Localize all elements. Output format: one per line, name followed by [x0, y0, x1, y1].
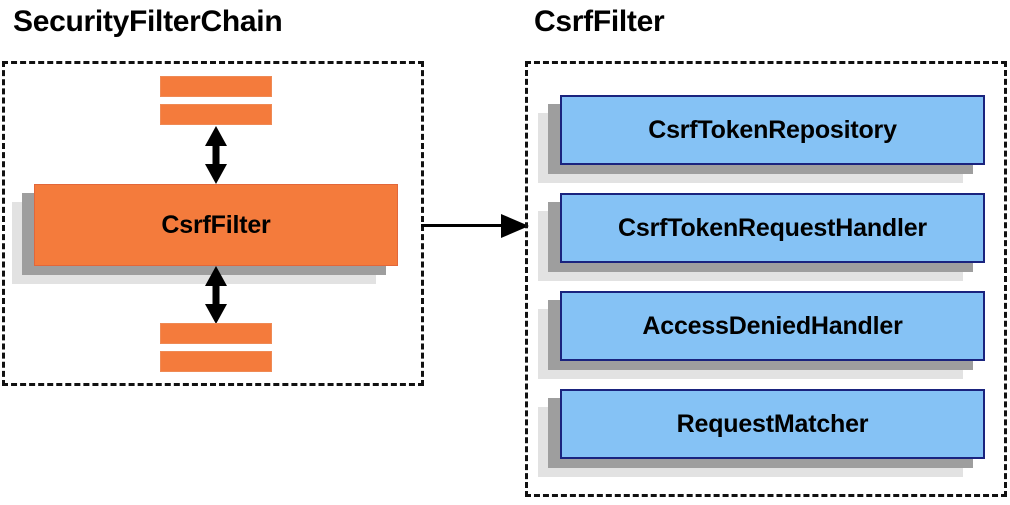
- left-panel-title: SecurityFilterChain: [13, 5, 283, 38]
- security-filter-chain-container: [2, 61, 424, 386]
- node-face: CsrfFilter: [34, 184, 398, 266]
- node-face: CsrfTokenRequestHandler: [560, 193, 985, 263]
- filter-stub-top-1: [160, 76, 272, 97]
- node-csrf-token-repository[interactable]: CsrfTokenRepository: [538, 95, 985, 183]
- right-panel-title: CsrfFilter: [534, 5, 665, 38]
- filter-stub-bottom-2: [160, 351, 272, 372]
- node-face: AccessDeniedHandler: [560, 291, 985, 361]
- node-label: CsrfFilter: [161, 210, 271, 239]
- node-csrf-filter[interactable]: CsrfFilter: [12, 184, 398, 284]
- node-label: CsrfTokenRepository: [648, 115, 897, 144]
- node-face: RequestMatcher: [560, 389, 985, 459]
- filter-stub-bottom-1: [160, 323, 272, 344]
- node-csrf-token-request-handler[interactable]: CsrfTokenRequestHandler: [538, 193, 985, 281]
- filter-stub-top-2: [160, 104, 272, 125]
- node-face: CsrfTokenRepository: [560, 95, 985, 165]
- node-label: CsrfTokenRequestHandler: [618, 213, 927, 242]
- node-label: AccessDeniedHandler: [642, 311, 903, 340]
- double-headed-vertical-arrow-bottom: [203, 266, 229, 324]
- right-arrow-connector: [421, 213, 529, 239]
- node-access-denied-handler[interactable]: AccessDeniedHandler: [538, 291, 985, 379]
- double-headed-vertical-arrow-top: [203, 126, 229, 184]
- node-label: RequestMatcher: [676, 409, 869, 438]
- csrf-filter-container: [525, 61, 1007, 497]
- node-request-matcher[interactable]: RequestMatcher: [538, 389, 985, 477]
